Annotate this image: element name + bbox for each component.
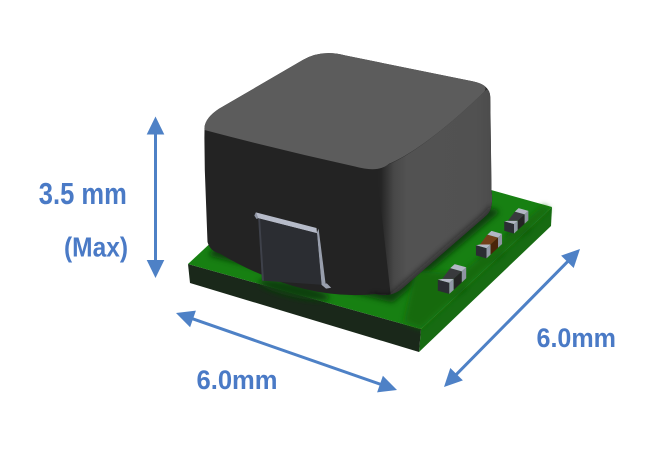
svg-text:6.0mm: 6.0mm [537,323,617,353]
svg-text:3.5 mm: 3.5 mm [39,176,127,211]
svg-text:(Max): (Max) [64,232,128,263]
svg-text:6.0mm: 6.0mm [197,365,278,395]
